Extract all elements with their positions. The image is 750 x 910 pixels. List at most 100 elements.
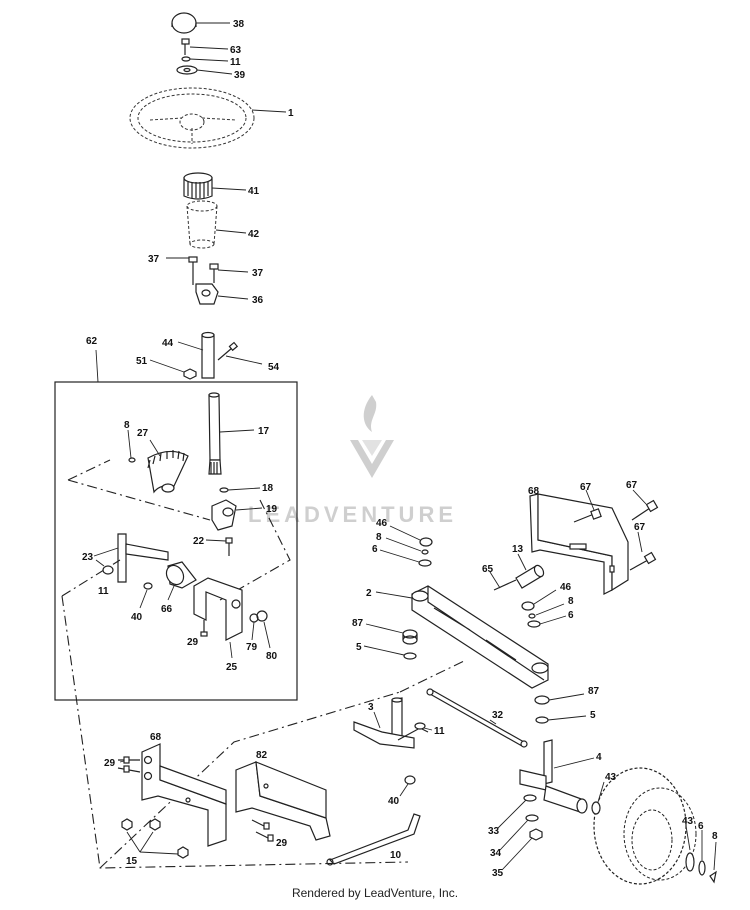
part-29-screws-b [117, 756, 141, 773]
part-66-bushing [165, 561, 197, 601]
part-43-front-wheel [591, 767, 697, 885]
part-68-bracket-right [529, 493, 629, 595]
label-25: 25 [226, 662, 238, 673]
label-1: 1 [288, 108, 294, 119]
part-38-cap [171, 12, 230, 34]
label-63: 63 [230, 45, 242, 56]
label-32: 32 [492, 710, 504, 721]
part-18-washer [219, 487, 261, 493]
label-39: 39 [234, 70, 246, 81]
part-37-bolts [166, 256, 249, 285]
part-3-spindle-left [353, 697, 429, 749]
part-36-bracket [195, 283, 249, 305]
label-40-inset: 40 [131, 612, 143, 623]
label-42: 42 [248, 229, 260, 240]
label-43-right: 43 [682, 816, 694, 827]
part-46-8-6-stack-left [379, 525, 433, 567]
label-8-left: 8 [376, 532, 382, 543]
steering-column-parts [95, 12, 287, 383]
part-68-bracket-left [141, 743, 227, 847]
label-11: 11 [230, 57, 241, 68]
label-43-top: 43 [605, 772, 617, 783]
label-18: 18 [262, 483, 274, 494]
watermark-text: LEADVENTURE [248, 502, 457, 527]
label-22: 22 [193, 536, 205, 547]
part-27-sector-gear [147, 439, 189, 494]
label-29-lower: 29 [276, 838, 288, 849]
label-4: 4 [596, 752, 602, 763]
label-8-right: 8 [568, 596, 574, 607]
part-32-tie-rod [426, 688, 528, 748]
front-axle-assembly [353, 489, 717, 885]
part-29-screw-a [200, 620, 208, 637]
label-67-b: 67 [626, 480, 638, 491]
part-29-screws-c [251, 819, 274, 842]
leader-62 [95, 349, 99, 383]
label-5-left: 5 [356, 642, 362, 653]
part-46-8-6-stack-right [521, 589, 567, 628]
label-67-c: 67 [634, 522, 646, 533]
part-23-pivot-shaft [93, 533, 169, 583]
label-3: 3 [368, 702, 374, 713]
label-27: 27 [137, 428, 149, 439]
label-13: 13 [512, 544, 524, 555]
part-39-washer [176, 65, 233, 75]
part-8-clip [127, 429, 136, 463]
part-11-washer-b [95, 559, 114, 575]
label-87-right: 87 [588, 686, 600, 697]
label-17: 17 [258, 426, 270, 437]
part-4-spindle-right [519, 739, 595, 814]
part-22-bolt [205, 537, 233, 556]
label-34: 34 [490, 848, 502, 859]
part-2-front-axle [375, 585, 549, 689]
label-6-hub: 6 [698, 821, 704, 832]
label-5-right: 5 [590, 710, 596, 721]
label-38: 38 [233, 19, 245, 30]
label-46-right: 46 [560, 582, 572, 593]
label-82: 82 [256, 750, 268, 761]
label-68-left: 68 [150, 732, 162, 743]
label-6-left: 6 [372, 544, 378, 555]
part-82-bracket [235, 761, 331, 841]
label-40-right: 40 [388, 796, 400, 807]
part-67-bolts [573, 489, 659, 571]
inset-assembly-lines [61, 459, 291, 601]
label-8-inset: 8 [124, 420, 130, 431]
part-11-washer-c [414, 722, 433, 731]
inset-assembly-62 [54, 381, 298, 701]
label-65: 65 [482, 564, 494, 575]
label-44: 44 [162, 338, 174, 349]
label-79: 79 [246, 642, 258, 653]
part-87-5-bushings [363, 623, 587, 724]
leadventure-watermark: LEADVENTURE [248, 395, 457, 527]
label-36: 36 [252, 295, 264, 306]
part-63-screw [181, 38, 229, 55]
label-37-right: 37 [252, 268, 264, 279]
footer-credit: Rendered by LeadVenture, Inc. [291, 886, 459, 900]
lower-left-brackets [61, 595, 467, 869]
label-67-a: 67 [580, 482, 592, 493]
part-17-steering-shaft [208, 392, 255, 475]
label-23: 23 [82, 552, 94, 563]
label-10: 10 [390, 850, 402, 861]
label-41: 41 [248, 186, 260, 197]
label-19: 19 [266, 504, 278, 515]
part-10-drag-link [326, 813, 421, 866]
label-29-left: 29 [104, 758, 116, 769]
part-79-80-hardware [249, 610, 271, 649]
part-51-nut [149, 359, 197, 380]
part-33-34-35-hardware [497, 794, 543, 871]
label-80: 80 [266, 651, 278, 662]
part-11-lockwasher [181, 56, 229, 62]
part-44-shaft [177, 331, 215, 379]
part-54-bolt [217, 341, 263, 365]
label-11-inset: 11 [98, 586, 109, 597]
part-40-washer-a [139, 582, 153, 609]
label-6-right: 6 [568, 610, 574, 621]
label-33: 33 [488, 826, 500, 837]
label-66: 66 [161, 604, 173, 615]
lower-assembly-lines [61, 595, 467, 869]
part-25-bracket [193, 577, 243, 659]
label-35: 35 [492, 868, 504, 879]
